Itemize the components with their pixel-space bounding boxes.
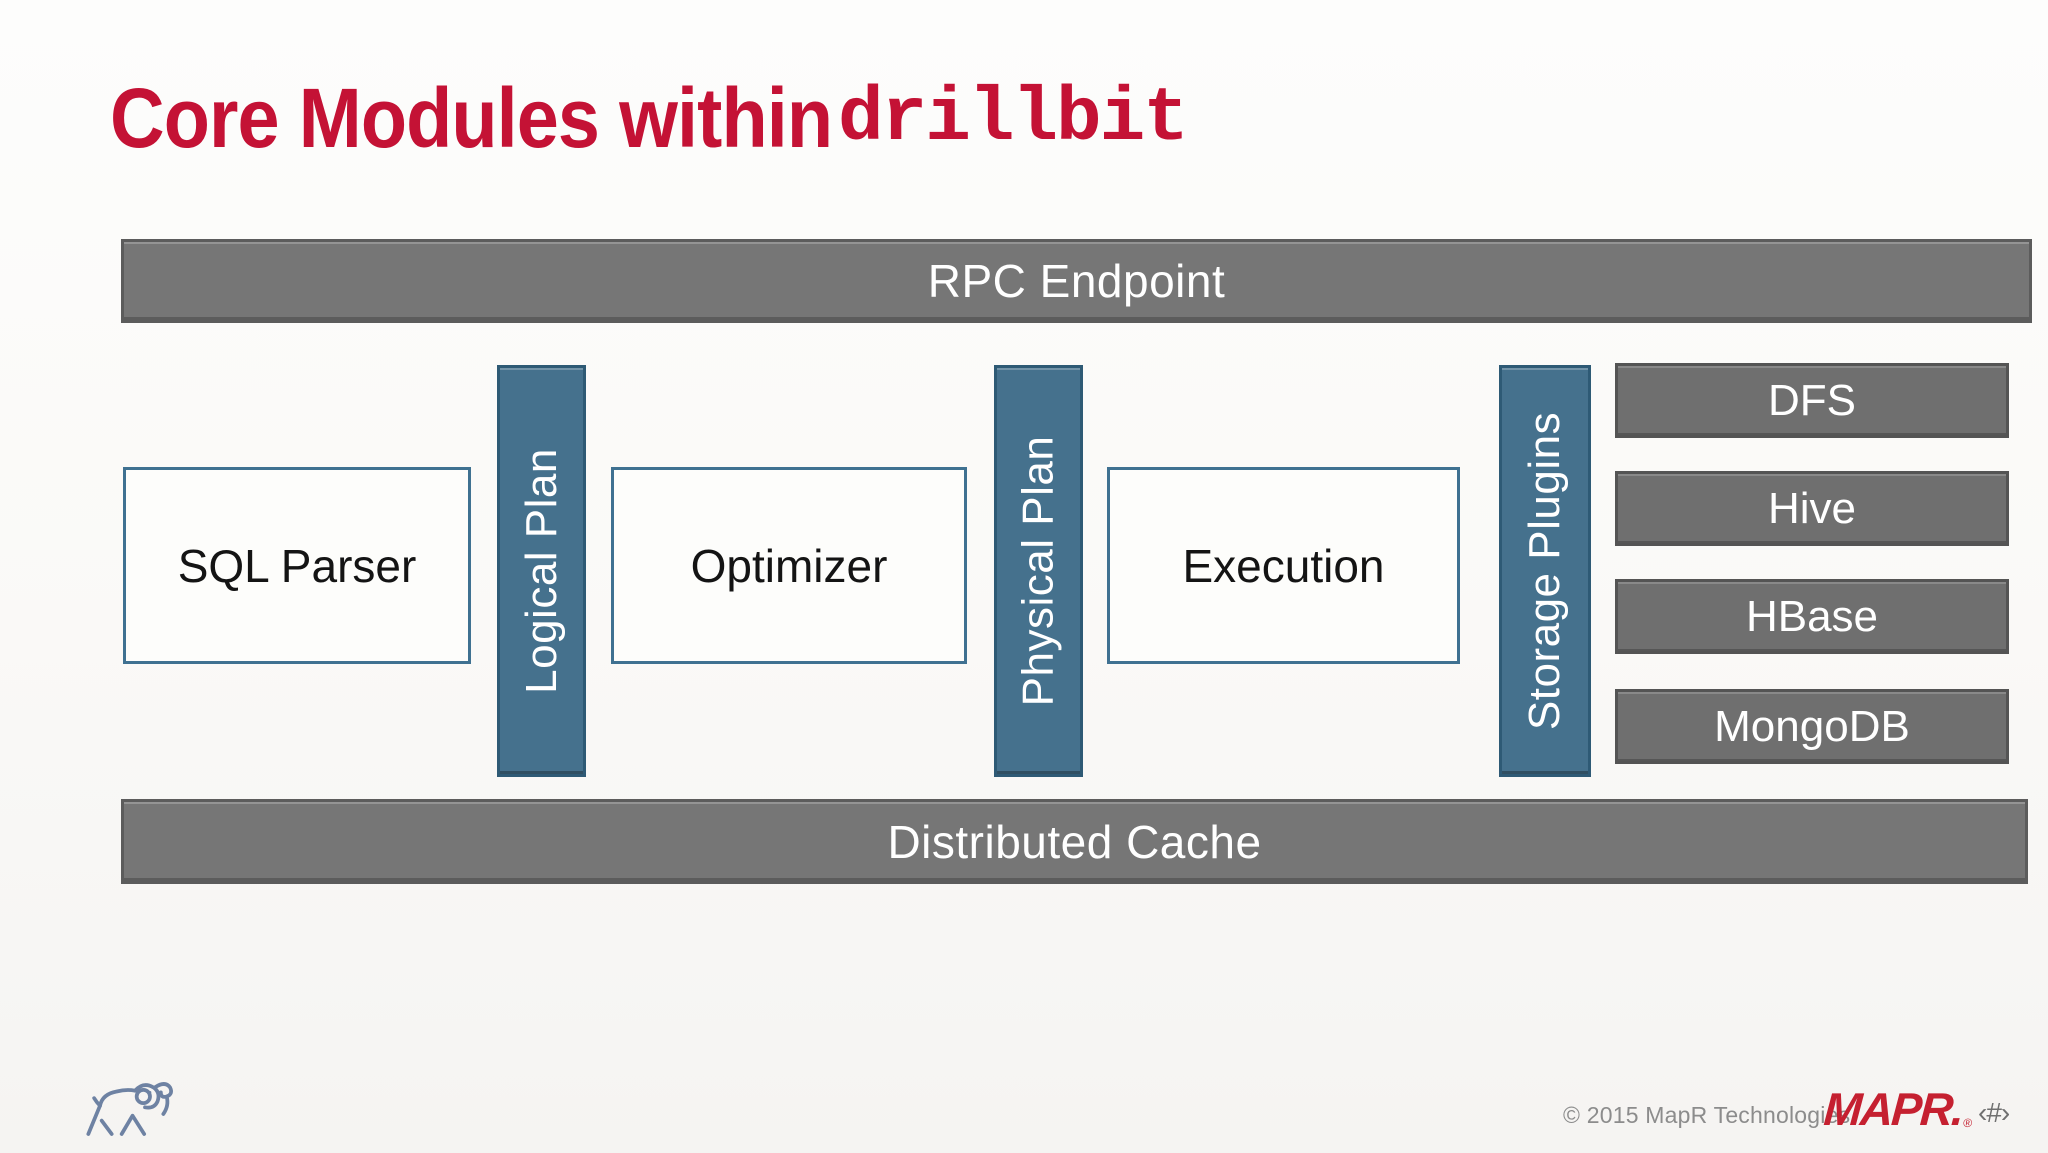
page-title-code-text: drillbit [838,76,1189,162]
rpc-endpoint-label: RPC Endpoint [927,255,1226,307]
connector-label: Logical Plan [516,448,566,694]
storage-label: HBase [1745,591,1879,641]
storage-label: Hive [1767,483,1857,533]
page-title-text: Core Modules within [110,71,833,165]
module-box-optimizer: Optimizer [611,467,967,664]
registered-mark: ® [1962,1116,1973,1130]
storage-box-hive: Hive [1615,471,2009,546]
storage-box-mongodb: MongoDB [1615,689,2009,764]
distributed-cache-label: Distributed Cache [887,815,1262,868]
elephant-logo-icon [86,1082,173,1136]
mapr-logo: MAPR.® [1822,1083,1973,1135]
module-label: SQL Parser [177,539,417,592]
connector-label: Physical Plan [1013,435,1063,707]
page-title: Core Modules within drillbit [0,0,2048,200]
module-box-execution: Execution [1107,467,1460,664]
connector-label: Storage Plugins [1520,411,1569,731]
connector-bar-physical-plan: Physical Plan [994,365,1083,777]
mapr-logo-text: MAPR. [1822,1083,1965,1135]
storage-box-dfs: DFS [1615,363,2009,438]
slide-number-placeholder: ‹#› [1978,1097,2010,1128]
rpc-endpoint-bar: RPC Endpoint [121,239,2032,323]
connector-bar-logical-plan: Logical Plan [497,365,586,777]
copyright-text: © 2015 MapR Technologies [1563,1102,1851,1128]
storage-label: DFS [1768,375,1856,425]
storage-box-hbase: HBase [1615,579,2009,654]
storage-label: MongoDB [1714,701,1910,751]
distributed-cache-bar: Distributed Cache [121,799,2028,884]
module-label: Execution [1182,539,1385,592]
module-label: Optimizer [690,539,888,592]
module-box-sql-parser: SQL Parser [123,467,471,664]
connector-bar-storage-plugins: Storage Plugins [1499,365,1591,777]
